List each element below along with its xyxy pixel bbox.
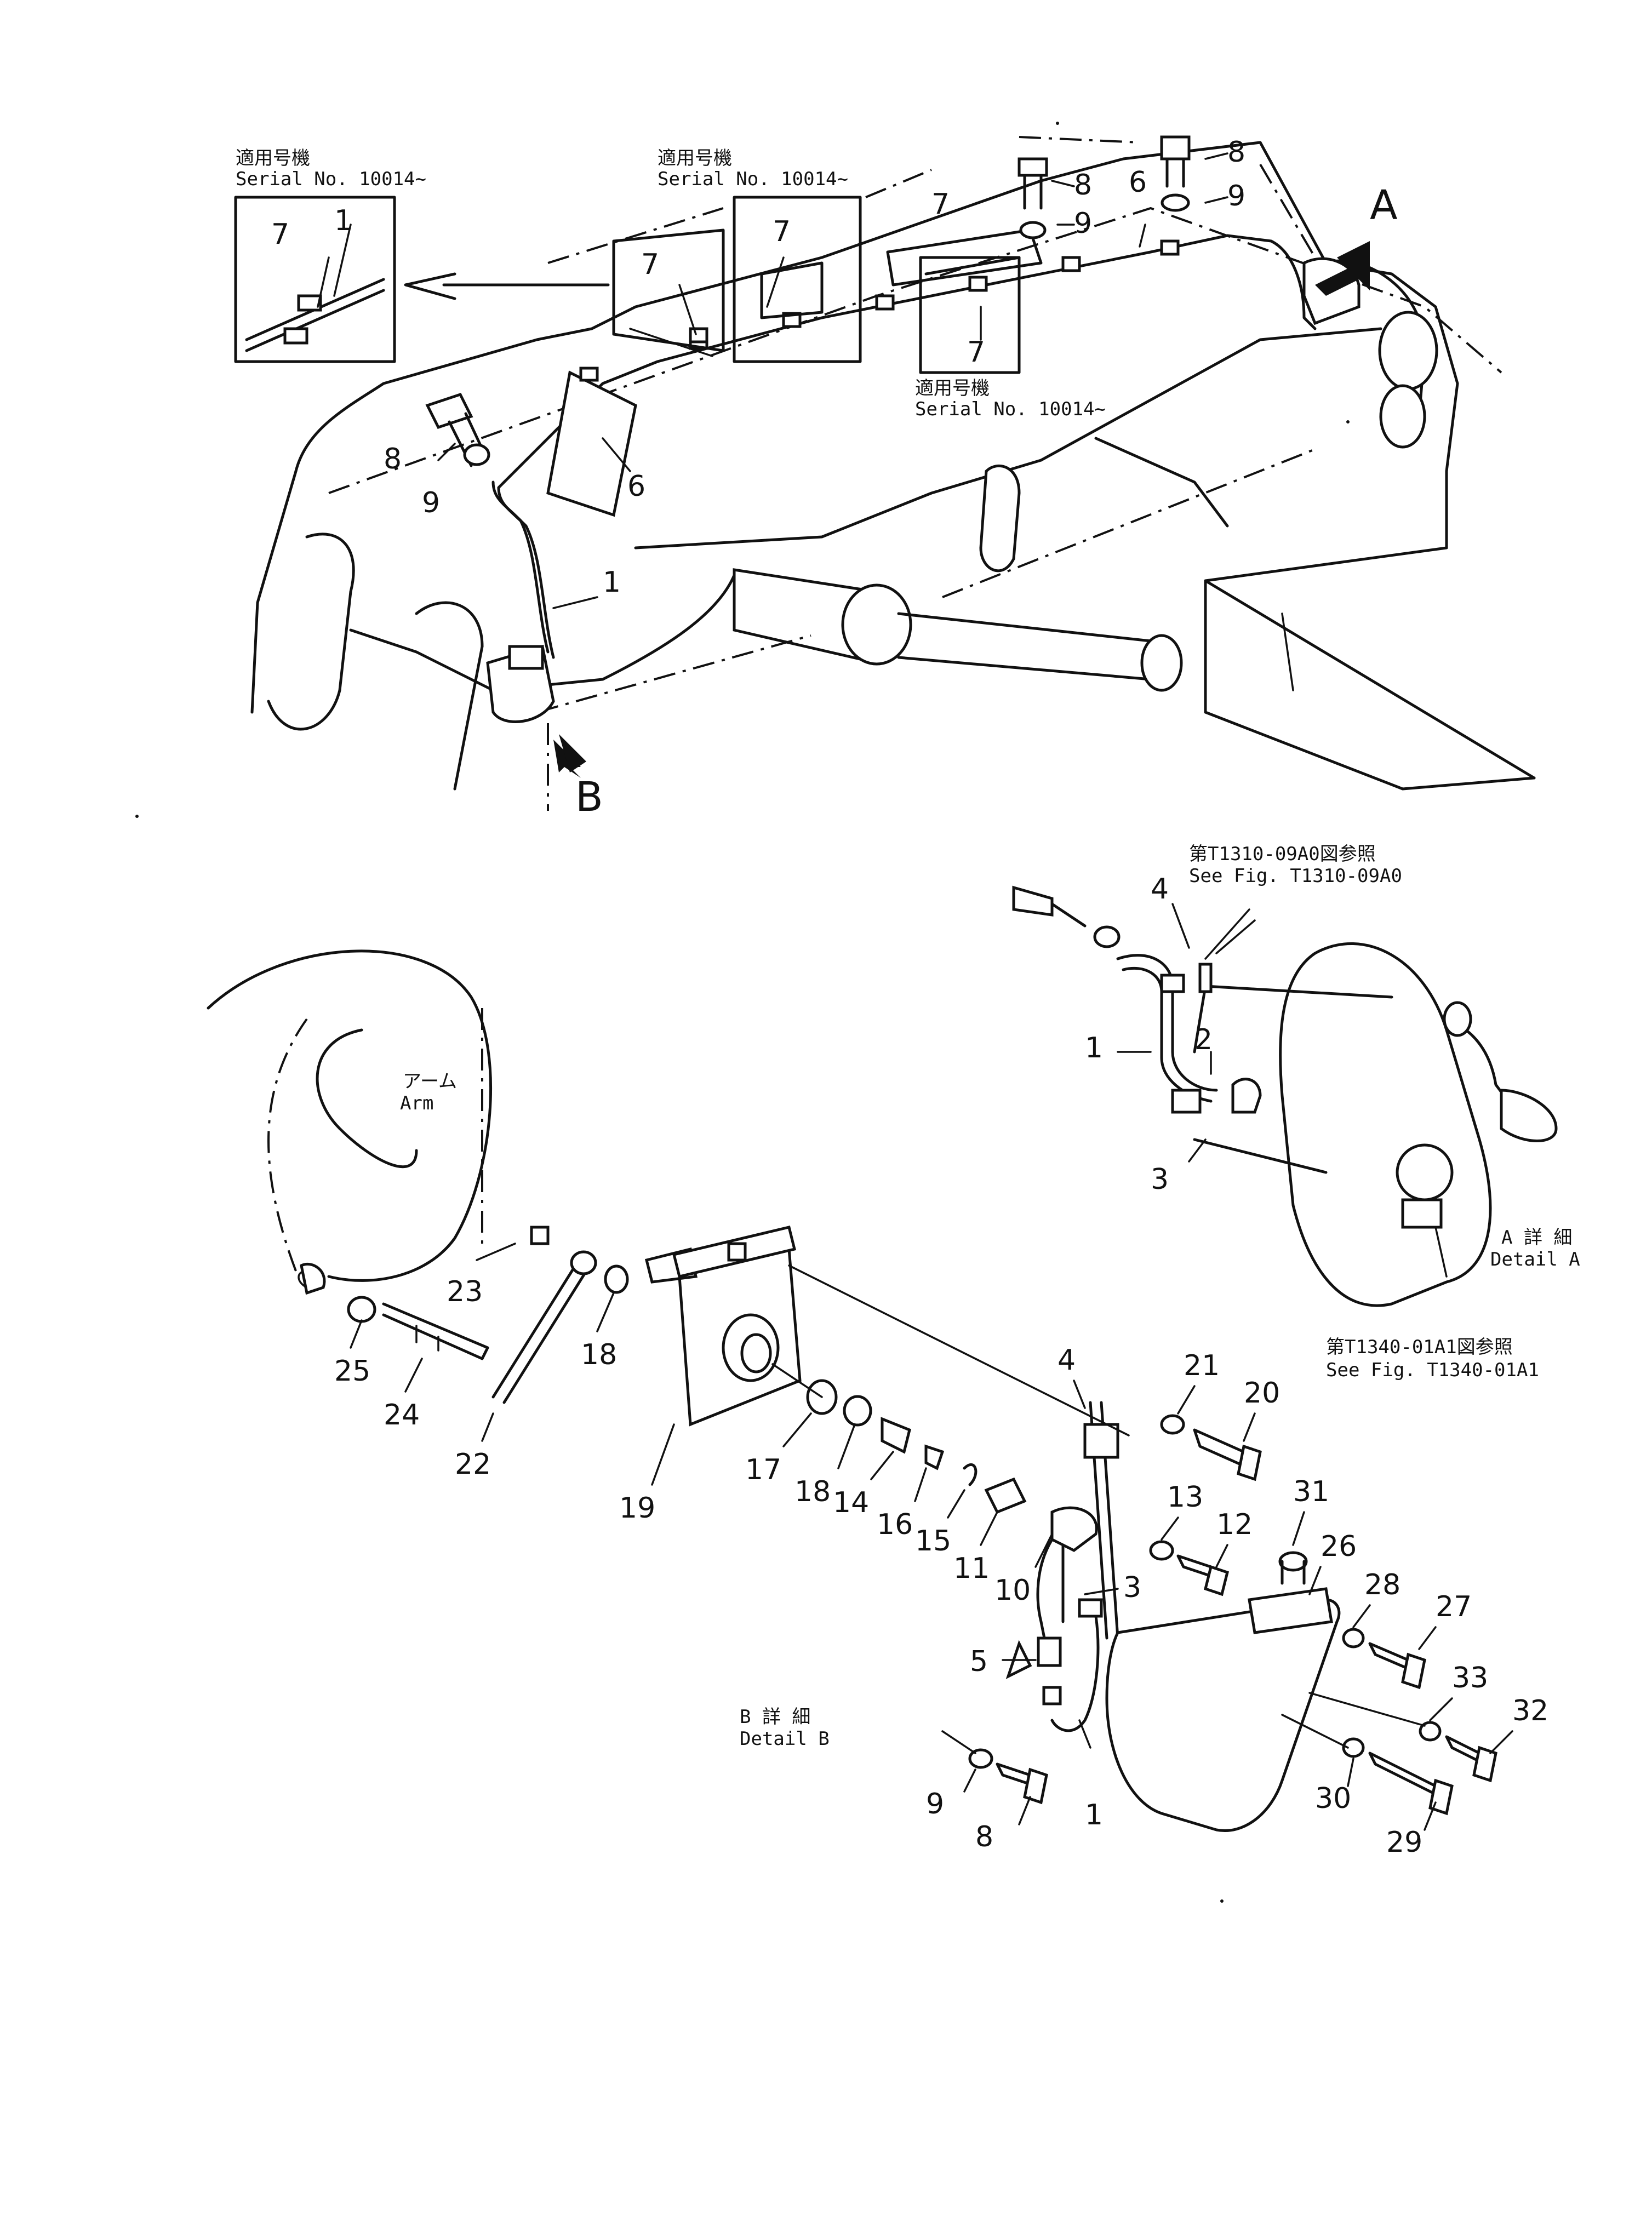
callout-detail-b: 16	[877, 1508, 913, 1541]
callout-detail-b: 15	[915, 1525, 951, 1558]
callout-detail-a: 4	[1151, 873, 1169, 906]
callout-detail-b: 29	[1386, 1826, 1422, 1859]
inset-box-mid	[733, 196, 862, 363]
callout-detail-b: 32	[1512, 1695, 1548, 1727]
detail-a-label-jp: A 詳 細	[1501, 1227, 1572, 1249]
callout-detail-b: 25	[334, 1355, 370, 1388]
detail-a-ref2-jp: 第T1340-01A1図参照	[1326, 1336, 1513, 1358]
detail-a-ref-jp: 第T1310-09A0図参照	[1189, 843, 1376, 865]
detail-b-parts	[347, 1225, 1497, 1832]
detail-a-ref-en: See Fig. T1310-09A0	[1189, 865, 1402, 887]
inset-box-mid-left	[612, 228, 725, 357]
callout-detail-b: 14	[833, 1486, 869, 1519]
callout-detail-b: 12	[1216, 1508, 1253, 1541]
callout-top: 6	[1129, 166, 1147, 199]
callout-detail-b: 23	[447, 1275, 483, 1308]
page-specks	[135, 122, 1350, 1903]
callout-detail-a: 2	[1194, 1023, 1213, 1056]
serial-note-left-en: Serial No. 10014~	[236, 168, 426, 190]
view-arrow-b	[553, 734, 586, 778]
callout-detail-b: 27	[1436, 1590, 1472, 1623]
serial-note-right-jp: 適用号機	[915, 377, 990, 399]
callout-detail-b: 18	[581, 1338, 617, 1371]
callout-detail-b: 24	[384, 1399, 420, 1432]
detail-b-label-en: Detail B	[740, 1728, 830, 1750]
callout-detail-b: 21	[1184, 1349, 1220, 1382]
callout-top: 7	[931, 188, 950, 221]
view-label-b: B	[575, 774, 603, 821]
leaders-detail-b	[350, 1243, 1513, 1831]
callout-detail-a: 3	[1151, 1163, 1169, 1196]
serial-note-mid-en: Serial No. 10014~	[658, 168, 848, 190]
callout-top: 8	[384, 443, 402, 476]
callout-detail-b: 13	[1167, 1481, 1203, 1514]
callout-top: 6	[627, 470, 645, 503]
callout-detail-b: 17	[745, 1453, 781, 1486]
callout-top: 1	[603, 566, 621, 599]
callout-top: 1	[334, 204, 352, 237]
serial-note-mid-jp: 適用号機	[658, 147, 732, 169]
callout-top: 9	[422, 486, 440, 519]
callout-top: 7	[271, 218, 289, 251]
callout-detail-b: 11	[953, 1552, 990, 1585]
callout-detail-b: 30	[1315, 1782, 1351, 1815]
serial-note-left-jp: 適用号機	[236, 147, 310, 169]
bolt-8-top-left	[425, 392, 490, 467]
arrow-to-inset	[404, 272, 610, 300]
leaders-top	[437, 152, 1228, 609]
bolt-8-top-right	[1160, 135, 1191, 212]
detail-b-label-jp: B 詳 細	[740, 1706, 810, 1728]
arm-label-en: Arm	[400, 1092, 433, 1114]
callout-top: 8	[1074, 169, 1092, 202]
callout-detail-b: 3	[1123, 1571, 1141, 1604]
callout-detail-b: 9	[926, 1788, 944, 1821]
callout-detail-b: 10	[994, 1574, 1031, 1607]
detail-a-ref2-en: See Fig. T1340-01A1	[1326, 1359, 1539, 1381]
callout-detail-b: 22	[455, 1448, 491, 1481]
callout-detail-b: 1	[1085, 1799, 1103, 1831]
inset-box-mid-right	[886, 228, 1043, 374]
callout-detail-b: 19	[619, 1492, 655, 1525]
machine-body-outline	[250, 141, 1536, 811]
arm-drawing	[207, 949, 493, 1295]
bolt-8-top-mid	[1018, 157, 1048, 239]
callout-top: 8	[1227, 136, 1245, 169]
callout-detail-b: 8	[975, 1821, 993, 1853]
detail-a-drawing	[1012, 885, 1558, 1307]
detail-a-label-en: Detail A	[1490, 1249, 1580, 1270]
callout-detail-b: 26	[1321, 1530, 1357, 1563]
callout-detail-b: 4	[1057, 1344, 1076, 1377]
wiring-harness	[486, 234, 1361, 723]
view-label-a: A	[1370, 182, 1398, 229]
callout-detail-a: 1	[1085, 1032, 1103, 1064]
callout-detail-b: 28	[1364, 1569, 1401, 1601]
callout-top: 7	[641, 248, 659, 281]
inset-box-left	[234, 196, 396, 363]
callout-top: 7	[967, 336, 985, 369]
arm-label-jp: アーム	[403, 1071, 457, 1092]
view-arrow-a	[1315, 241, 1370, 296]
callout-top: 9	[1227, 180, 1245, 213]
callout-detail-b: 5	[970, 1645, 988, 1678]
callout-detail-b: 33	[1452, 1662, 1488, 1695]
serial-note-right-en: Serial No. 10014~	[915, 398, 1106, 420]
callout-detail-b: 31	[1293, 1475, 1329, 1508]
callout-detail-b: 18	[794, 1475, 831, 1508]
callout-detail-b: 20	[1244, 1377, 1280, 1410]
callout-top: 9	[1074, 207, 1092, 240]
callout-top: 7	[773, 215, 791, 248]
